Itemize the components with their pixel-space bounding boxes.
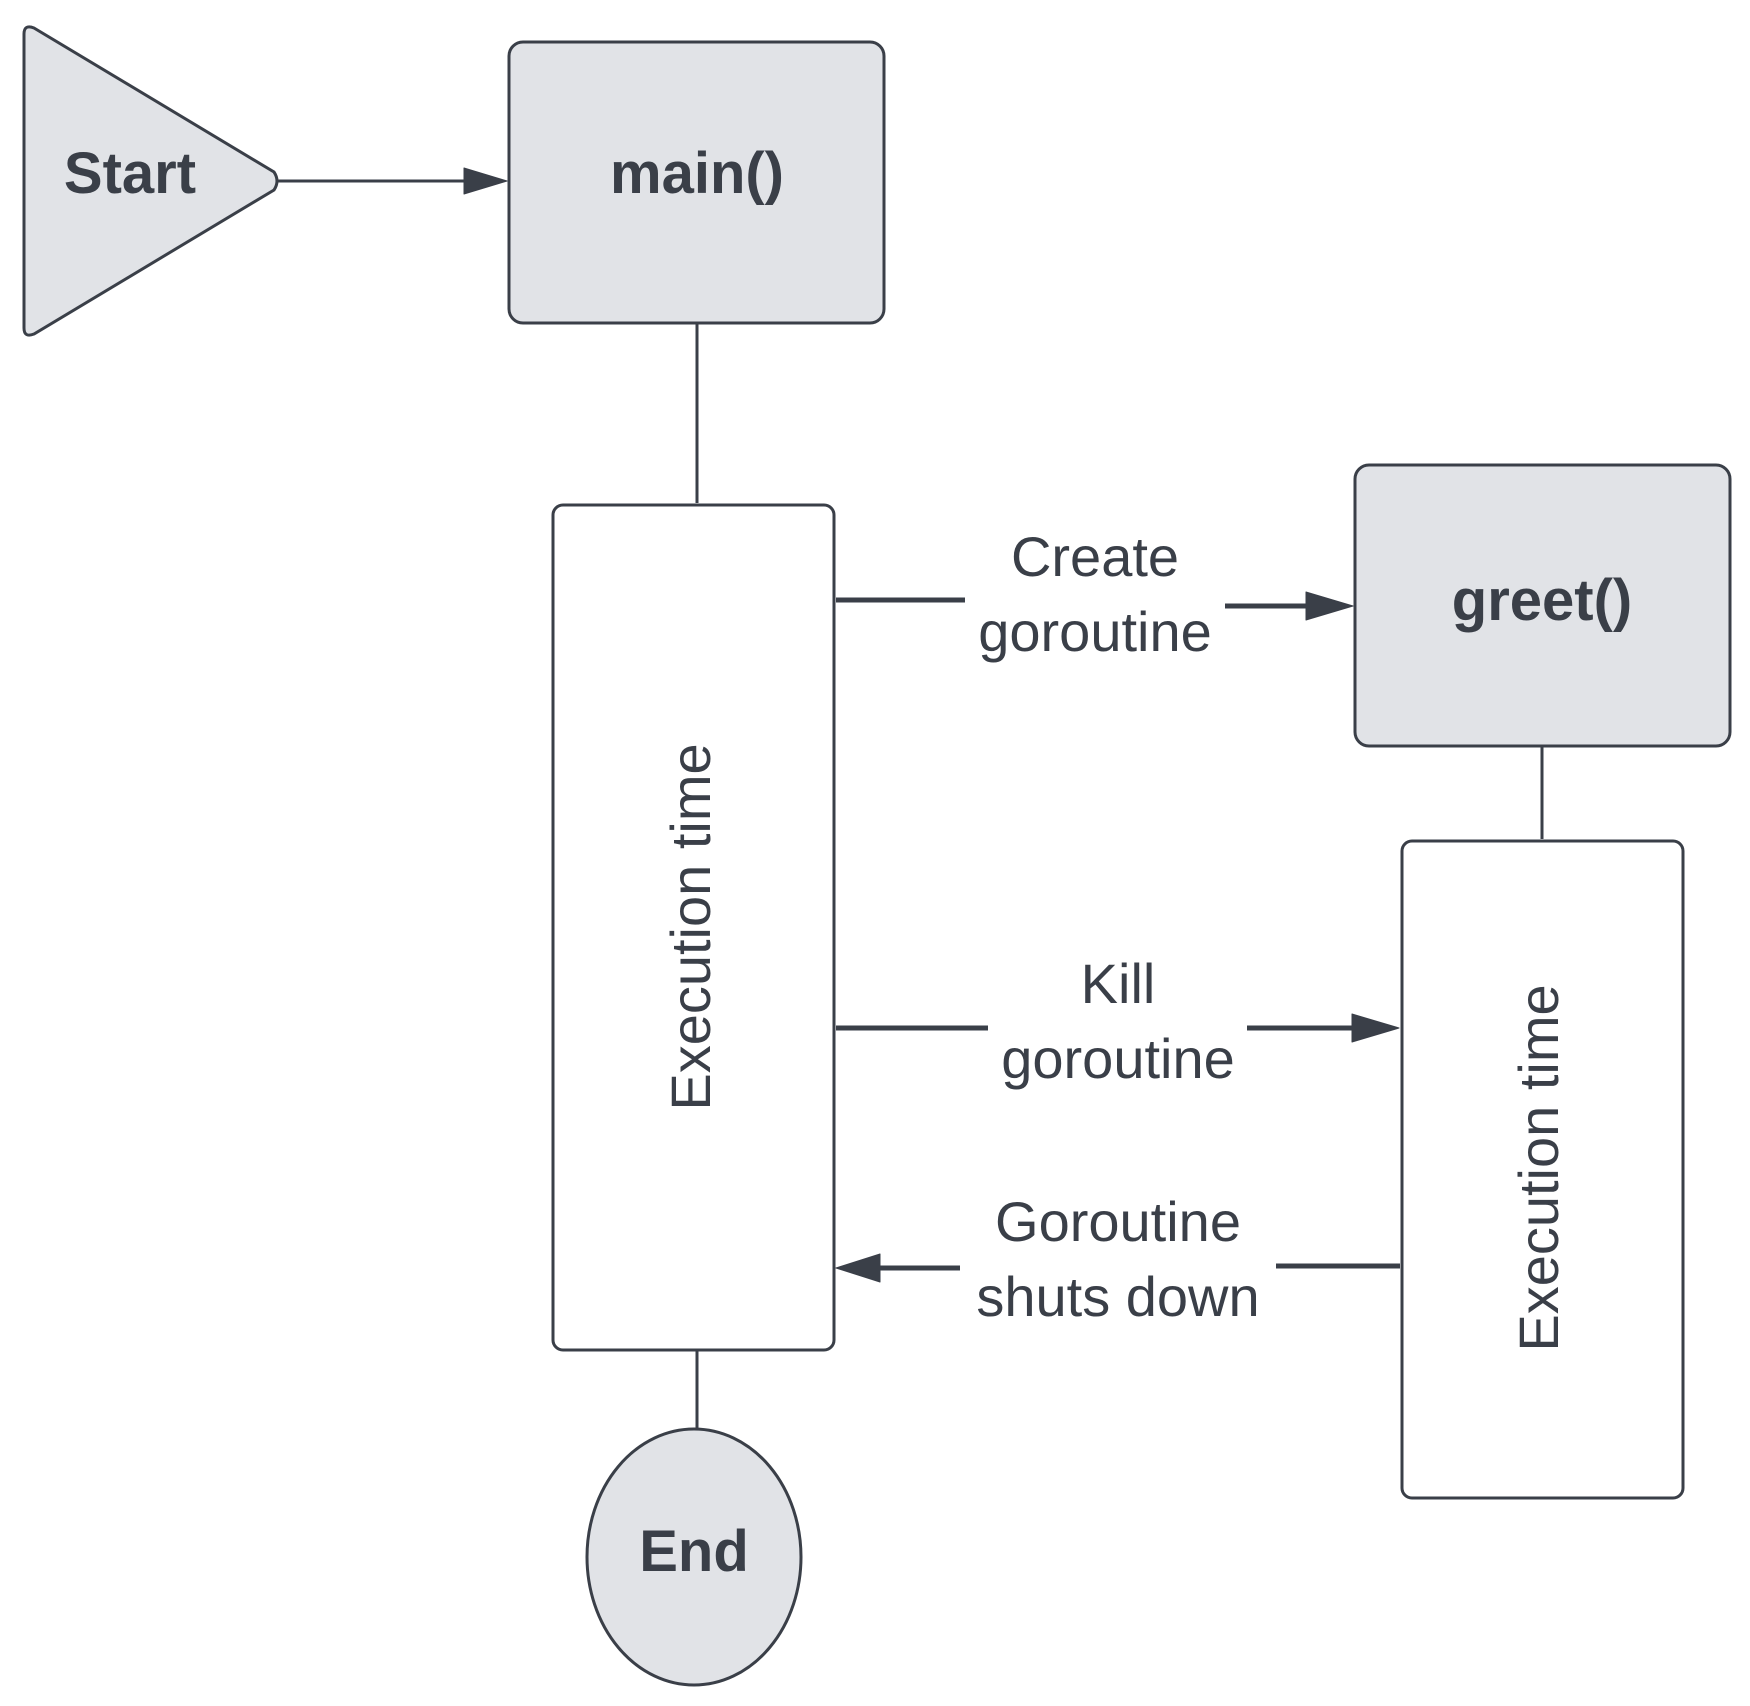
start-label: Start [64,141,196,206]
edge-kill-arrowhead [1351,1013,1400,1043]
edge-create-label-line2: goroutine [978,600,1212,663]
arrowhead-start-to-main [463,167,508,195]
edge-shutdown-arrowhead [835,1253,881,1283]
edge-shutdown-label-line1: Goroutine [995,1190,1241,1253]
main-exec-bar [551,503,836,1352]
start-shape [22,25,279,337]
node-main: main() [507,40,886,325]
edge-create-label: Create goroutine [978,525,1212,663]
end-shape [585,1427,803,1687]
node-start: Start [22,25,279,337]
edge-create-arrowhead [1305,591,1354,621]
edge-create-label-line1: Create [1011,525,1179,588]
node-end: End [585,1427,803,1687]
main-box [507,40,886,325]
node-greet: greet() [1353,463,1732,748]
node-greet-exec: Execution time [1400,839,1685,1500]
greet-exec-label: Execution time [1507,984,1570,1351]
greet-exec-bar [1400,839,1685,1500]
edge-shutdown-label-line2: shuts down [976,1265,1259,1328]
node-main-exec: Execution time [551,503,836,1352]
edge-kill-label-line1: Kill [1081,952,1156,1015]
edge-kill-label-line2: goroutine [1001,1027,1235,1090]
edge-kill-label: Kill goroutine [1001,952,1235,1090]
greet-box [1353,463,1732,748]
main-exec-label: Execution time [659,743,722,1110]
main-label: main() [610,141,784,206]
end-label: End [639,1519,749,1584]
edge-shutdown-label: Goroutine shuts down [976,1190,1259,1328]
greet-label: greet() [1452,568,1632,633]
